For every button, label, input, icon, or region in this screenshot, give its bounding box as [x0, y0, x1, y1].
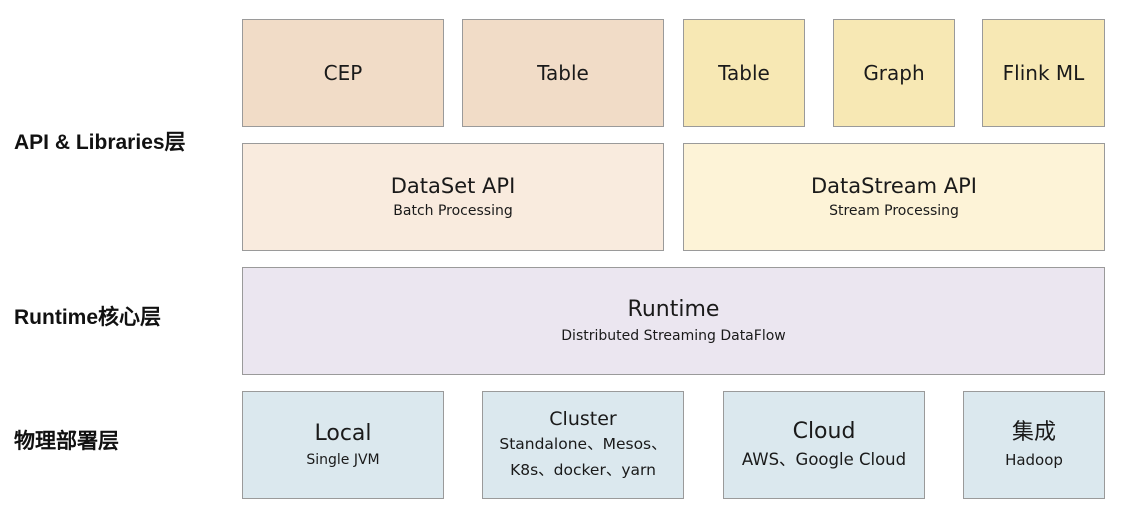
api-title-datastream: DataStream API	[810, 174, 978, 198]
deploy-box-integration: 集成 Hadoop	[963, 391, 1105, 499]
runtime-subtitle: Distributed Streaming DataFlow	[561, 328, 786, 344]
deploy-subtitle-local: Single JVM	[306, 452, 380, 468]
deploy-title-cloud: Cloud	[792, 419, 856, 444]
api-subtitle-datastream: Stream Processing	[829, 203, 959, 219]
layer-label-runtime: Runtime核心层	[14, 306, 161, 329]
library-box-flink-ml: Flink ML	[982, 19, 1105, 127]
deploy-subtitle-cloud: AWS、Google Cloud	[741, 450, 907, 469]
deploy-cluster-line-1: Standalone、Mesos、	[499, 435, 667, 453]
api-box-datastream: DataStream API Stream Processing	[683, 143, 1105, 251]
library-box-graph: Graph	[833, 19, 955, 127]
library-label-table-stream: Table	[718, 61, 770, 85]
deploy-title-cluster: Cluster	[549, 408, 617, 430]
api-box-dataset: DataSet API Batch Processing	[242, 143, 664, 251]
deploy-box-cluster: Cluster Standalone、Mesos、 K8s、docker、yar…	[482, 391, 684, 499]
deploy-title-integration: 集成	[1011, 420, 1056, 445]
api-subtitle-dataset: Batch Processing	[393, 203, 513, 219]
deploy-box-cloud: Cloud AWS、Google Cloud	[723, 391, 925, 499]
library-box-table-stream: Table	[683, 19, 805, 127]
layer-label-physical-deployment: 物理部署层	[14, 430, 119, 453]
deploy-subtitle-integration: Hadoop	[1005, 451, 1063, 469]
library-label-table-batch: Table	[537, 61, 589, 85]
runtime-box: Runtime Distributed Streaming DataFlow	[242, 267, 1105, 375]
runtime-title: Runtime	[627, 297, 720, 322]
library-label-cep: CEP	[323, 61, 363, 85]
library-label-flink-ml: Flink ML	[1002, 61, 1085, 85]
api-title-dataset: DataSet API	[390, 174, 516, 198]
library-label-graph: Graph	[863, 61, 925, 85]
library-box-table-batch: Table	[462, 19, 664, 127]
deploy-title-local: Local	[314, 421, 372, 446]
deploy-box-local: Local Single JVM	[242, 391, 444, 499]
library-box-cep: CEP	[242, 19, 444, 127]
deploy-cluster-line-2: K8s、docker、yarn	[510, 461, 656, 479]
layer-label-api-libraries: API & Libraries层	[14, 131, 186, 154]
